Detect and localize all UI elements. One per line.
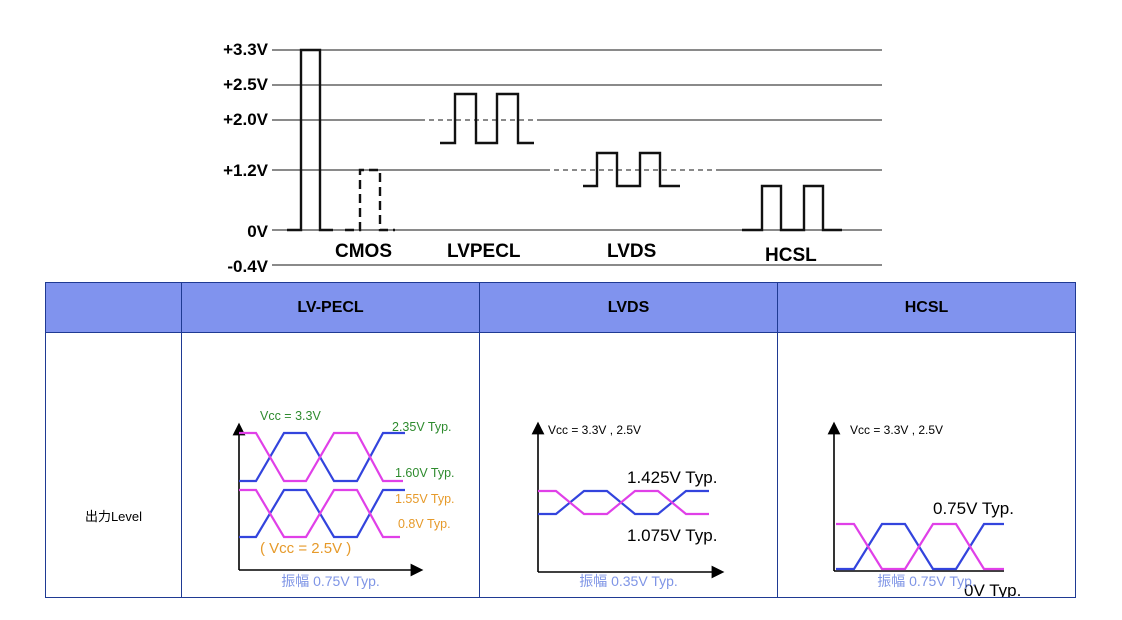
signal-labels: CMOS LVPECL LVDS HCSL — [335, 241, 817, 266]
voltage-labels: +3.3V +2.5V +2.0V +1.2V 0V -0.4V — [223, 40, 269, 276]
table-row: 出力Level — [45, 332, 1076, 598]
lvpecl-high-top-label: 2.35V Typ. — [392, 420, 452, 434]
magenta-waveform-bottom — [239, 488, 400, 539]
table-header-row: LV-PECL LVDS HCSL — [45, 282, 1076, 333]
magenta-waveform-top — [239, 431, 403, 483]
lvpecl-high-bottom-label: 1.55V Typ. — [395, 492, 455, 506]
header-hcsl: HCSL — [777, 282, 1076, 333]
lvds-cell: Vcc = 3.3V , 2.5V 1.425V Typ. 1.075V Typ… — [479, 332, 778, 598]
lvds-vcc-label: Vcc = 3.3V , 2.5V — [548, 423, 641, 437]
voltage-level-diagram: +3.3V +2.5V +2.0V +1.2V 0V -0.4V CMOS LV… — [223, 40, 882, 276]
row-label-cell: 出力Level — [45, 332, 182, 598]
output-level-table: LV-PECL LVDS HCSL 出力Level — [45, 282, 1076, 598]
hcsl-vcc-label: Vcc = 3.3V , 2.5V — [850, 423, 943, 437]
signal-label-cmos: CMOS — [335, 241, 392, 262]
axes — [232, 422, 424, 577]
hcsl-wave-diagram: Vcc = 3.3V , 2.5V 0.75V Typ. 0V Typ. — [827, 421, 1021, 597]
lvpecl-low-top-label: 1.60V Typ. — [395, 466, 455, 480]
cmos-1v2-waveform — [345, 168, 395, 232]
hcsl-amplitude: 振幅 0.75V Typ. — [877, 573, 976, 589]
signal-label-lvds: LVDS — [607, 241, 656, 262]
header-lvds: LVDS — [479, 282, 778, 333]
voltage-label: +1.2V — [223, 161, 269, 180]
lvpecl-low-bottom-label: 0.8V Typ. — [398, 517, 451, 531]
lvpecl-vcc-bottom-label: ( Vcc = 2.5V ) — [260, 540, 351, 557]
lvpecl-wave-diagram: Vcc = 3.3V 2.35V Typ. 1.60V Typ. 1.55V T… — [232, 409, 455, 577]
lvpecl-cell: Vcc = 3.3V 2.35V Typ. 1.60V Typ. 1.55V T… — [181, 332, 480, 598]
hcsl-waveform — [742, 184, 842, 232]
reference-lines — [272, 49, 882, 266]
voltage-label: +2.0V — [223, 110, 269, 129]
voltage-label: -0.4V — [227, 257, 268, 276]
lvds-low-label: 1.075V Typ. — [627, 526, 717, 545]
header-lvpecl: LV-PECL — [181, 282, 480, 333]
signal-label-lvpecl: LVPECL — [447, 241, 521, 262]
axes — [531, 421, 725, 579]
voltage-label: 0V — [247, 222, 268, 241]
voltage-label: +2.5V — [223, 75, 269, 94]
cmos-3v3-waveform — [287, 48, 333, 232]
lvpecl-waveform — [440, 92, 534, 145]
lvds-amplitude: 振幅 0.35V Typ. — [579, 573, 678, 589]
magenta-waveform — [836, 522, 1004, 571]
lvds-wave-diagram: Vcc = 3.3V , 2.5V 1.425V Typ. 1.075V Typ… — [531, 421, 725, 579]
signal-label-hcsl: HCSL — [765, 245, 817, 266]
lvpecl-amplitude: 振幅 0.75V Typ. — [281, 573, 380, 589]
hcsl-high-label: 0.75V Typ. — [933, 499, 1014, 518]
row-label: 出力Level — [84, 509, 143, 524]
voltage-label: +3.3V — [223, 40, 269, 59]
lvds-high-label: 1.425V Typ. — [627, 468, 717, 487]
hcsl-low-label: 0V Typ. — [964, 581, 1021, 597]
lvpecl-vcc-top-label: Vcc = 3.3V — [260, 409, 321, 423]
lvds-waveform — [583, 151, 680, 188]
hcsl-cell: Vcc = 3.3V , 2.5V 0.75V Typ. 0V Typ. 振幅 … — [777, 332, 1076, 598]
header-empty — [45, 282, 182, 333]
magenta-waveform — [538, 489, 709, 516]
